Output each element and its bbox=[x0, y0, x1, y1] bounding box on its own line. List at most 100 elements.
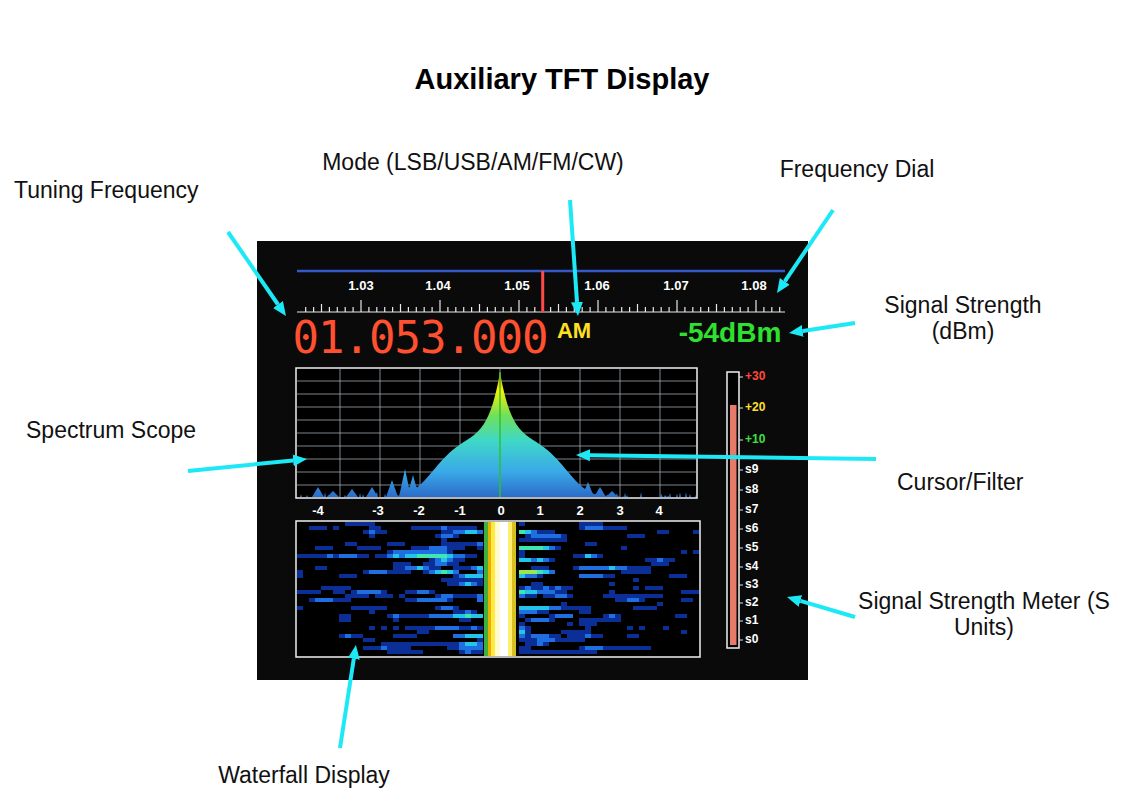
waterfall-cell bbox=[561, 586, 567, 590]
dial-tick bbox=[661, 307, 662, 312]
waterfall-cell bbox=[369, 570, 375, 574]
waterfall-cell bbox=[519, 558, 525, 562]
meter-scale: +10 bbox=[745, 433, 765, 447]
dial-tick bbox=[582, 307, 583, 312]
meter-tick bbox=[739, 440, 743, 441]
waterfall-cell bbox=[465, 610, 471, 614]
dial-tick bbox=[416, 307, 417, 312]
waterfall-cell bbox=[543, 590, 549, 594]
waterfall-cell bbox=[453, 594, 459, 598]
waterfall-cell bbox=[375, 590, 381, 594]
waterfall-cell bbox=[579, 630, 585, 634]
waterfall-cell bbox=[435, 570, 441, 574]
waterfall-cell bbox=[537, 574, 543, 578]
waterfall-cell bbox=[405, 646, 411, 650]
waterfall-cell bbox=[447, 562, 453, 566]
waterfall-cell bbox=[609, 582, 615, 586]
waterfall-cell bbox=[531, 534, 537, 538]
waterfall-cell bbox=[429, 546, 435, 550]
waterfall-cell bbox=[399, 550, 405, 554]
waterfall-cell bbox=[663, 562, 669, 566]
waterfall-cell bbox=[429, 642, 435, 646]
waterfall-cell bbox=[627, 626, 633, 630]
waterfall-cell bbox=[519, 650, 525, 654]
waterfall-cell bbox=[405, 642, 411, 646]
dial-number: 1.07 bbox=[663, 279, 688, 294]
waterfall-cell bbox=[591, 650, 597, 654]
waterfall-cell bbox=[561, 638, 567, 642]
waterfall-cell bbox=[681, 598, 687, 602]
waterfall-cell bbox=[669, 558, 675, 562]
waterfall-cell bbox=[531, 530, 537, 534]
waterfall-cell bbox=[567, 638, 573, 642]
waterfall-cell bbox=[549, 594, 555, 598]
waterfall-cell bbox=[519, 530, 525, 534]
dial-tick bbox=[747, 307, 748, 312]
waterfall-cell bbox=[315, 590, 321, 594]
waterfall-cell bbox=[681, 590, 687, 594]
waterfall-cell bbox=[651, 562, 657, 566]
spectrum-fill bbox=[297, 372, 696, 497]
waterfall-cell bbox=[519, 622, 525, 626]
waterfall-cell bbox=[645, 586, 651, 590]
waterfall-cell bbox=[495, 522, 500, 656]
waterfall-cell bbox=[357, 546, 363, 550]
meter-scale: +20 bbox=[745, 401, 765, 415]
waterfall-cell bbox=[519, 586, 525, 590]
waterfall-cell bbox=[525, 590, 531, 594]
dial-tick bbox=[313, 307, 314, 312]
waterfall-cell bbox=[435, 550, 441, 554]
waterfall-cell bbox=[657, 594, 663, 598]
waterfall-cell bbox=[345, 634, 351, 638]
meter-tick bbox=[739, 529, 743, 530]
waterfall-cell bbox=[693, 550, 699, 554]
waterfall-cell bbox=[531, 650, 537, 654]
waterfall-cell bbox=[435, 558, 441, 562]
tuning-frequency: 01.053.000 bbox=[293, 316, 548, 360]
waterfall-cell bbox=[573, 606, 579, 610]
waterfall-cell bbox=[525, 646, 531, 650]
dial-marker bbox=[541, 271, 544, 312]
waterfall-cell bbox=[375, 594, 381, 598]
waterfall-cell bbox=[369, 626, 375, 630]
waterfall-cell bbox=[657, 558, 663, 562]
waterfall-cell bbox=[429, 570, 435, 574]
waterfall-cell bbox=[351, 542, 357, 546]
waterfall-cell bbox=[453, 534, 459, 538]
waterfall-cell bbox=[663, 558, 669, 562]
waterfall-cell bbox=[459, 614, 465, 618]
waterfall-cell bbox=[519, 634, 525, 638]
dial-tick bbox=[376, 307, 377, 312]
waterfall-cell bbox=[441, 562, 447, 566]
dial-tick bbox=[384, 307, 385, 312]
waterfall-cell bbox=[633, 594, 639, 598]
callout-label: Cursor/Filter bbox=[897, 469, 1024, 495]
waterfall-cell bbox=[519, 554, 525, 558]
waterfall-cell bbox=[597, 566, 603, 570]
waterfall-cell bbox=[615, 594, 621, 598]
waterfall-cell bbox=[447, 558, 453, 562]
waterfall-cell bbox=[381, 626, 387, 630]
meter-ticks bbox=[739, 377, 743, 640]
waterfall-cell bbox=[537, 606, 543, 610]
waterfall-cell bbox=[525, 634, 531, 638]
waterfall-cell bbox=[417, 650, 423, 654]
waterfall-cell bbox=[447, 530, 453, 534]
waterfall-cell bbox=[591, 574, 597, 578]
waterfall-cell bbox=[615, 598, 621, 602]
waterfall-cell bbox=[447, 534, 453, 538]
waterfall-cell bbox=[423, 614, 429, 618]
waterfall-cell bbox=[363, 594, 369, 598]
waterfall-cell bbox=[579, 618, 585, 622]
waterfall-cell bbox=[453, 614, 459, 618]
waterfall-cell bbox=[633, 534, 639, 538]
waterfall-cell bbox=[675, 614, 681, 618]
waterfall-cell bbox=[357, 606, 363, 610]
waterfall-cell bbox=[567, 650, 573, 654]
waterfall-cell bbox=[417, 550, 423, 554]
leader-arrow bbox=[340, 659, 354, 748]
waterfall-cell bbox=[339, 598, 345, 602]
waterfall-cell bbox=[411, 634, 417, 638]
waterfall-cell bbox=[375, 526, 381, 530]
